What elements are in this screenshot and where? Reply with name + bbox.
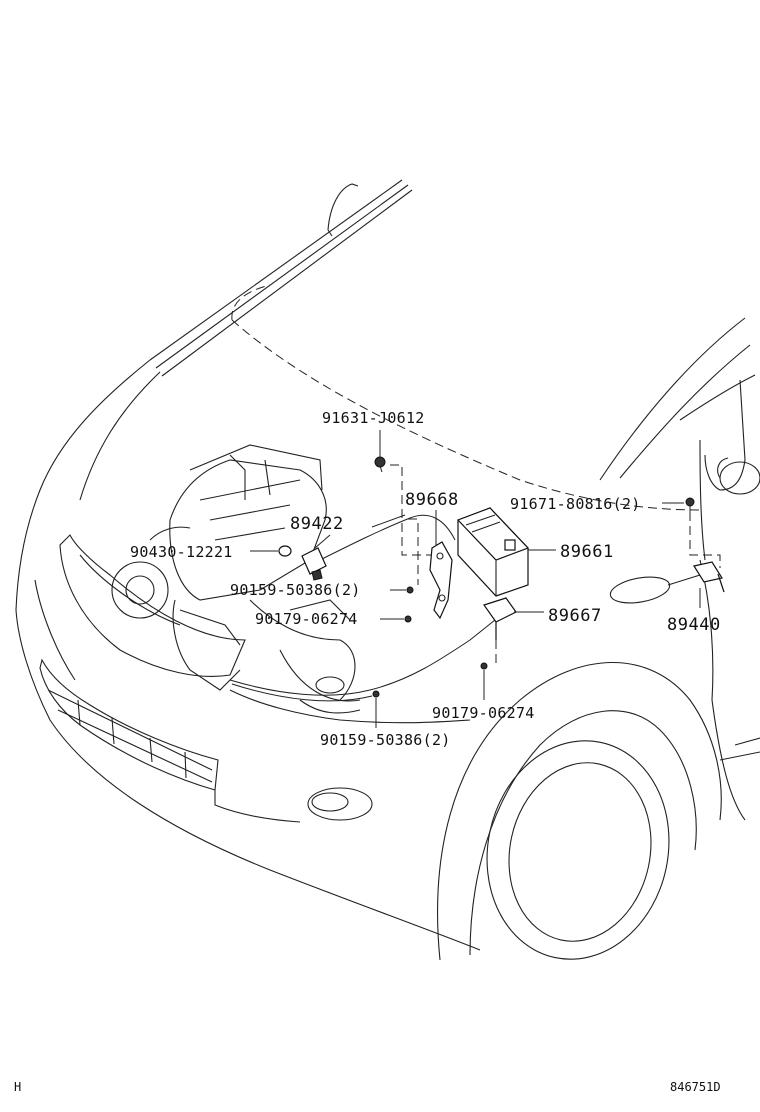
sensor-89422 xyxy=(301,547,327,581)
part-labels: 91631-J0612 89668 91671-80816(2) 89422 8… xyxy=(130,409,721,749)
label-89668: 89668 xyxy=(405,490,459,510)
screw-90159-lower xyxy=(372,690,380,698)
label-89661: 89661 xyxy=(560,542,614,562)
screw-90179-left xyxy=(404,615,412,623)
footer-left-mark: H xyxy=(14,1080,21,1094)
car-body-outline xyxy=(15,179,760,961)
label-90159-50386-lower: 90159-50386(2) xyxy=(320,731,451,749)
leader-lines xyxy=(250,430,721,728)
label-90179-06274-left: 90179-06274 xyxy=(255,610,358,628)
label-91671-80816: 91671-80816(2) xyxy=(510,495,641,513)
sensor-89440 xyxy=(693,561,725,593)
bracket-89668 xyxy=(429,541,453,620)
engine-assembly xyxy=(111,444,361,714)
label-90179-06274-lower: 90179-06274 xyxy=(432,704,535,722)
ecu-module-89661 xyxy=(456,507,530,597)
label-89667: 89667 xyxy=(548,606,602,626)
gasket-90430 xyxy=(278,545,292,557)
bracket-89667 xyxy=(483,597,517,640)
label-91631-j0612: 91631-J0612 xyxy=(322,409,425,427)
bolt-91671 xyxy=(685,497,695,514)
screw-90179-lower xyxy=(480,662,488,670)
label-90159-50386-upper: 90159-50386(2) xyxy=(230,581,361,599)
bolt-91631 xyxy=(374,456,386,473)
label-89440: 89440 xyxy=(667,615,721,635)
label-89422: 89422 xyxy=(290,514,344,534)
diagram-id: 846751D xyxy=(670,1080,721,1094)
screw-90159-upper xyxy=(406,586,414,594)
label-90430-12221: 90430-12221 xyxy=(130,543,233,561)
wire-harness xyxy=(229,514,496,702)
